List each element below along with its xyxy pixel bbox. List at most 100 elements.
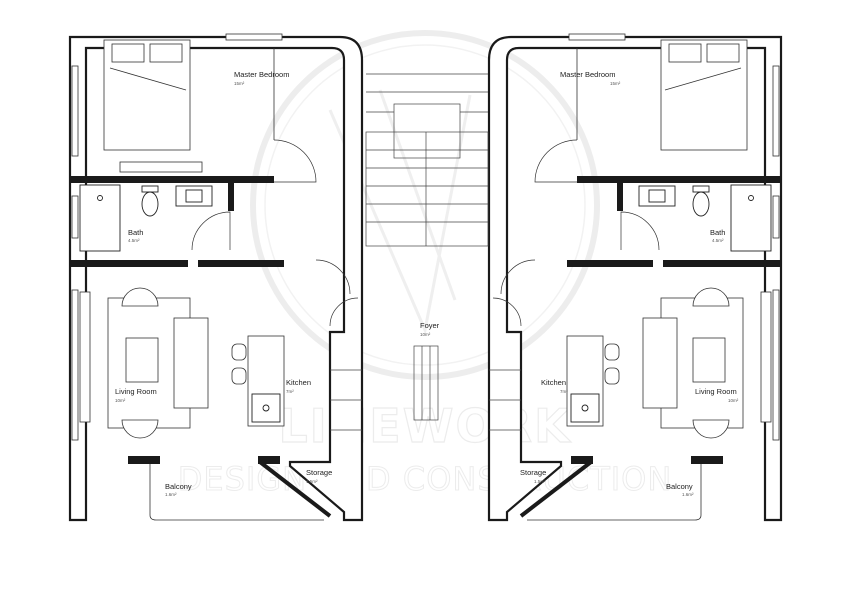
right-stool-1 bbox=[604, 343, 620, 361]
left-storage-wall bbox=[258, 460, 332, 518]
balcony-stub-left bbox=[128, 456, 160, 464]
right-coffee-table bbox=[692, 337, 726, 383]
stair-well bbox=[365, 131, 489, 247]
wall-bedroom-bath bbox=[70, 176, 274, 183]
left-master-bedroom-label: Master Bedroom bbox=[234, 70, 289, 79]
wall-bath-right bbox=[228, 183, 234, 211]
left-shower bbox=[79, 184, 121, 252]
right-master-bedroom-area: 15m² bbox=[610, 81, 621, 86]
right-storage-label: Storage bbox=[520, 468, 546, 477]
left-bed-pillow-2 bbox=[149, 43, 183, 63]
foyer-area: 10m² bbox=[420, 332, 431, 337]
left-sink-basin bbox=[185, 189, 203, 203]
left-unit-outer-wall bbox=[68, 35, 364, 522]
right-kitchen-drain bbox=[581, 404, 589, 412]
right-bedroom-door bbox=[534, 139, 578, 183]
left-balcony-railing bbox=[149, 464, 324, 521]
foyer-bench bbox=[413, 345, 439, 421]
right-unit bbox=[487, 33, 783, 522]
right-storage-wall bbox=[519, 460, 593, 518]
window-bedroom-left bbox=[772, 65, 780, 157]
right-sink-basin bbox=[648, 189, 666, 203]
left-bedroom-door bbox=[273, 139, 317, 183]
wall-bedroom-bath bbox=[577, 176, 781, 183]
left-bath-area: 4.5m² bbox=[128, 238, 140, 243]
right-master-bedroom-label: Master Bedroom bbox=[560, 70, 615, 79]
right-shelf bbox=[760, 291, 772, 423]
right-corridor-door-1 bbox=[500, 259, 536, 295]
right-unit-outer-wall bbox=[487, 35, 783, 522]
left-armchair-top bbox=[121, 287, 159, 307]
wall-bath-right bbox=[617, 183, 623, 211]
right-corridor-door-2 bbox=[492, 297, 522, 327]
right-balcony-area: 1.6m² bbox=[682, 492, 694, 497]
right-bath-door bbox=[620, 211, 660, 251]
watermark: LINEWORK DESIGN AND CONSTRUCTION bbox=[177, 30, 673, 499]
central-stair bbox=[365, 73, 489, 421]
wall-bath-living-2 bbox=[198, 260, 284, 267]
left-bedroom-dresser bbox=[119, 161, 203, 173]
left-kitchen-drain bbox=[262, 404, 270, 412]
right-kitchen-label: Kitchen bbox=[541, 378, 566, 387]
window-bath-left bbox=[71, 195, 79, 239]
left-storage-label: Storage bbox=[306, 468, 332, 477]
left-balcony-area: 1.6m² bbox=[165, 492, 177, 497]
left-bed-pillow-1 bbox=[111, 43, 145, 63]
left-master-bedroom-area: 15m² bbox=[234, 81, 245, 86]
watermark-ring bbox=[250, 30, 600, 380]
right-bed-pillow-2 bbox=[668, 43, 702, 63]
right-living-room-label: Living Room bbox=[695, 387, 737, 396]
right-bath-area: 4.5m² bbox=[712, 238, 724, 243]
left-stool-1 bbox=[231, 343, 247, 361]
right-stool-2 bbox=[604, 367, 620, 385]
left-toilet bbox=[141, 191, 159, 217]
balcony-stub-right bbox=[571, 456, 593, 464]
right-bed-pillow-1 bbox=[706, 43, 740, 63]
left-shower-drain bbox=[97, 195, 103, 201]
right-toilet-tank bbox=[692, 185, 710, 193]
right-shower-drain bbox=[748, 195, 754, 201]
left-storage-area: 1.5m² bbox=[306, 479, 318, 484]
left-bath-label: Bath bbox=[128, 228, 143, 237]
left-corridor-door-1 bbox=[315, 259, 351, 295]
right-toilet bbox=[692, 191, 710, 217]
left-kitchen-label: Kitchen bbox=[286, 378, 311, 387]
window-living-left bbox=[772, 289, 780, 441]
left-living-room-area: 10m² bbox=[115, 398, 126, 403]
window-bath-left bbox=[772, 195, 780, 239]
left-toilet-tank bbox=[141, 185, 159, 193]
left-stool-2 bbox=[231, 367, 247, 385]
window-bedroom-left bbox=[71, 65, 79, 157]
right-bed-fold bbox=[664, 67, 742, 91]
left-bed-fold bbox=[109, 67, 187, 91]
left-coffee-table bbox=[125, 337, 159, 383]
right-shower bbox=[730, 184, 772, 252]
right-armchair-bottom bbox=[692, 419, 730, 439]
watermark-ring-inner bbox=[264, 44, 586, 366]
wall-bath-living bbox=[70, 260, 188, 267]
left-sofa bbox=[173, 317, 209, 409]
wall-bath-living-2 bbox=[567, 260, 653, 267]
left-living-room-label: Living Room bbox=[115, 387, 157, 396]
wall-bath-living bbox=[663, 260, 781, 267]
right-balcony-label: Balcony bbox=[666, 482, 693, 491]
left-shelf bbox=[79, 291, 91, 423]
labels: Master Bedroom 15m² Bath 4.5m² Living Ro… bbox=[115, 70, 739, 497]
right-bath-label: Bath bbox=[710, 228, 725, 237]
left-bath-door bbox=[191, 211, 231, 251]
window-living-left bbox=[71, 289, 79, 441]
window-bedroom-top bbox=[225, 33, 283, 41]
right-armchair-top bbox=[692, 287, 730, 307]
left-corridor-door-2 bbox=[329, 297, 359, 327]
watermark-title: LINEWORK bbox=[278, 399, 572, 453]
foyer-label: Foyer bbox=[420, 321, 440, 330]
balcony-stub-right bbox=[258, 456, 280, 464]
left-kitchen-area: 7m² bbox=[286, 389, 294, 394]
watermark-subtitle: DESIGN AND CONSTRUCTION bbox=[178, 460, 673, 498]
balcony-stub-left bbox=[691, 456, 723, 464]
right-living-room-area: 10m² bbox=[728, 398, 739, 403]
right-kitchen-area: 7m² bbox=[560, 389, 568, 394]
right-storage-area: 1.5m² bbox=[534, 479, 546, 484]
right-sofa bbox=[642, 317, 678, 409]
